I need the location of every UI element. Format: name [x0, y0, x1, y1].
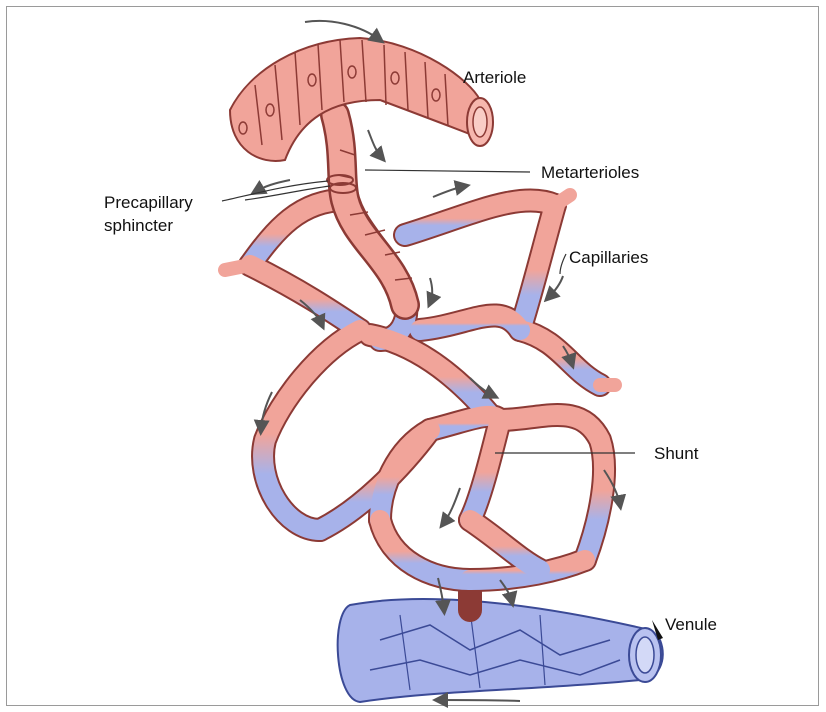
flow-arrow-icon: [548, 276, 563, 298]
arteriole-label: Arteriole: [463, 68, 526, 88]
capillary-network: [225, 185, 615, 610]
flow-arrow-icon: [368, 130, 382, 158]
capillaries-leader: [560, 254, 566, 274]
flow-arrow-icon: [430, 278, 432, 303]
venule-vessel: [338, 599, 663, 702]
precapillary-label: Precapillary: [104, 193, 193, 213]
flow-arrow-icon: [305, 21, 380, 40]
metarterioles-leader: [365, 170, 530, 172]
capillaries-label: Capillaries: [569, 248, 648, 268]
flow-arrow-icon: [438, 700, 520, 701]
venule-label: Venule: [665, 615, 717, 635]
flow-arrow-icon: [433, 186, 465, 197]
flow-arrow-icon: [443, 488, 460, 524]
sphincter-label: sphincter: [104, 216, 173, 236]
metarterioles-label: Metarterioles: [541, 163, 639, 183]
shunt-label: Shunt: [654, 444, 698, 464]
arteriole-vessel: [230, 38, 493, 161]
